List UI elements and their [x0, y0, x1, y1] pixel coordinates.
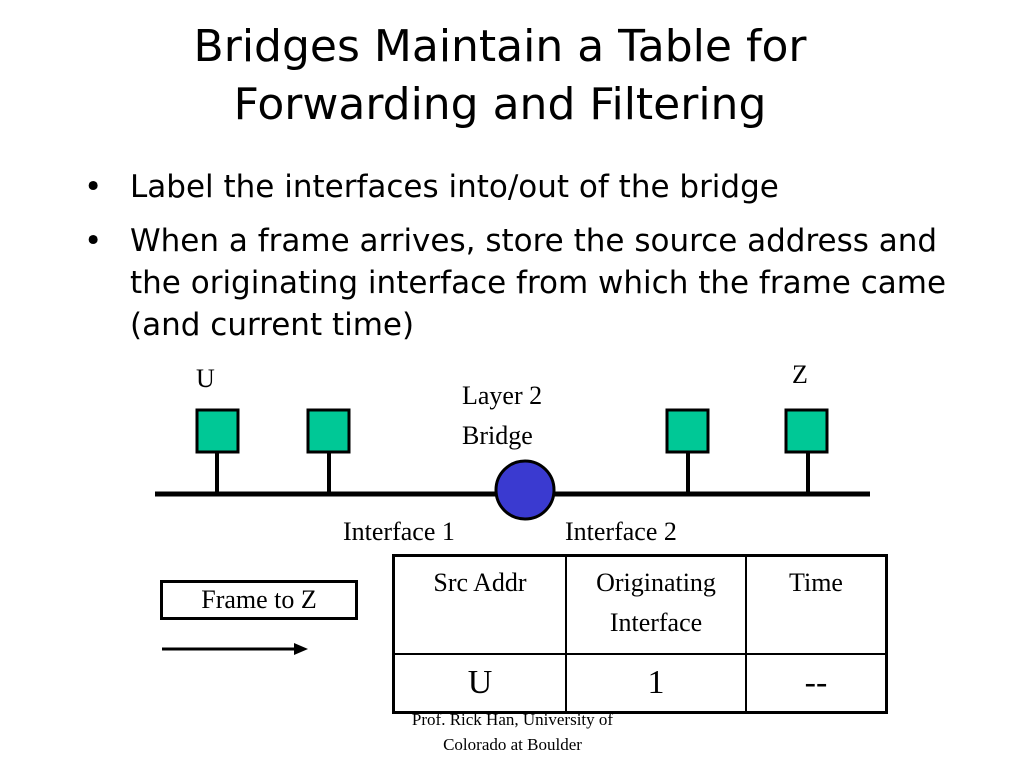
footer-line1: Prof. Rick Han, University of [411, 710, 614, 729]
footer-line2: Colorado at Boulder [443, 735, 582, 754]
column-header-originating-interface: Originating Interface [565, 554, 747, 655]
host-3-icon [665, 408, 710, 454]
host-z-icon [784, 408, 829, 454]
footer-credit: Prof. Rick Han, University of Colorado a… [380, 707, 645, 757]
bullet-text: Label the interfaces into/out of the bri… [130, 169, 779, 205]
bullet-text: When a frame arrives, store the source a… [130, 223, 947, 343]
frame-to-z-box: Frame to Z [160, 580, 358, 620]
table-header-row: Src Addr Originating Interface Time [392, 554, 888, 655]
bullet-item: • When a frame arrives, store the source… [80, 220, 980, 346]
table-cell-originating-interface: 1 [565, 653, 747, 714]
table-cell-time: -- [745, 653, 888, 714]
interface-1-label: Interface 1 [343, 517, 455, 546]
bullet-dot-icon: • [84, 223, 103, 259]
column-header-time: Time [745, 554, 888, 655]
host-u-label: U [196, 364, 215, 393]
host-z-label: Z [792, 360, 808, 389]
bullet-list: • Label the interfaces into/out of the b… [80, 166, 980, 358]
bridge-icon [494, 459, 556, 521]
bullet-dot-icon: • [84, 169, 103, 205]
forwarding-table: Src Addr Originating Interface Time U 1 … [392, 554, 888, 714]
table-cell-src-addr: U [392, 653, 567, 714]
table-row: U 1 -- [392, 653, 888, 714]
column-header-src-addr: Src Addr [392, 554, 567, 655]
bridge-label-line2: Bridge [462, 421, 533, 450]
slide-title: Bridges Maintain a Table for Forwarding … [0, 18, 1000, 134]
host-2-icon [306, 408, 351, 454]
interface-2-label: Interface 2 [565, 517, 677, 546]
bullet-item: • Label the interfaces into/out of the b… [80, 166, 980, 208]
slide-title-line2: Forwarding and Filtering [233, 79, 767, 130]
frame-arrow-head-icon [294, 643, 308, 655]
bridge-label-line1: Layer 2 [462, 381, 543, 410]
host-u-icon [195, 408, 240, 454]
slide-title-line1: Bridges Maintain a Table for [193, 21, 807, 72]
